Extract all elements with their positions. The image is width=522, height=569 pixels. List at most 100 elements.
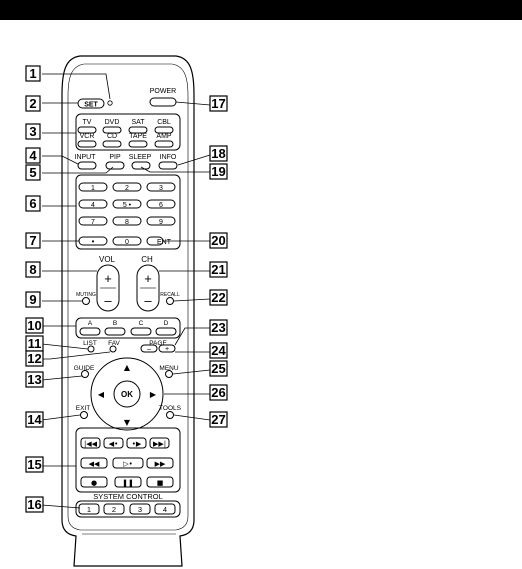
header-bar [0, 0, 522, 20]
fast-forward-icon: ▶▶ [155, 460, 166, 468]
digit-7-button[interactable] [78, 216, 108, 226]
callout-number-17: 17 [211, 96, 225, 111]
pip-label: PIP [109, 154, 121, 161]
menu-label: MENU [159, 365, 178, 372]
source-button-tv[interactable] [77, 126, 97, 134]
digit-9-button[interactable] [146, 216, 176, 226]
digit-5-button[interactable] [112, 199, 142, 209]
system-control-2-button[interactable] [103, 503, 125, 515]
fav-button[interactable] [109, 345, 117, 353]
digit-3-button[interactable] [146, 182, 176, 192]
callout-number-1: 1 [29, 66, 36, 81]
rewind-icon: ◀◀ [89, 460, 100, 468]
set-button[interactable] [77, 98, 105, 109]
digit-0-button[interactable] [112, 236, 142, 246]
system-control-4-button[interactable] [154, 503, 176, 515]
digit-1-button[interactable] [78, 182, 108, 192]
prev-button[interactable] [80, 437, 101, 449]
indicator-lamp [107, 100, 113, 106]
callout-box-27 [209, 411, 228, 428]
skip-forward-icon: ▶▶| [153, 440, 166, 448]
source-button-vcr[interactable] [77, 140, 97, 148]
record-button[interactable] [80, 476, 108, 488]
stop-icon: ■ [157, 479, 164, 487]
playback-group [75, 427, 181, 493]
color-button-d[interactable] [155, 327, 177, 336]
pause-button[interactable] [114, 476, 142, 488]
system-control-1-button[interactable] [78, 503, 100, 515]
callout-box-10 [25, 317, 44, 334]
fav-label: FAV [108, 340, 120, 347]
system-control-label: SYSTEM CONTROL [93, 492, 163, 501]
source-label-vcr: VCR [80, 133, 95, 140]
color-button-b[interactable] [104, 327, 126, 336]
recall-button[interactable] [166, 297, 174, 305]
rewind-button[interactable] [80, 457, 108, 469]
pause-icon: ❚❚ [122, 479, 134, 487]
digit-5-label: 5 • [123, 202, 132, 209]
advance-button[interactable] [126, 437, 147, 449]
digit-6-button[interactable] [146, 199, 176, 209]
callout-number-26: 26 [211, 385, 225, 400]
page-down-button[interactable] [140, 344, 158, 353]
arrow-left-icon[interactable]: ◀ [98, 390, 105, 399]
callout-number-9: 9 [29, 292, 36, 307]
sleep-button[interactable] [131, 161, 151, 170]
play-button[interactable] [112, 457, 144, 469]
power-button[interactable] [149, 97, 177, 107]
callout-number-27: 27 [211, 412, 225, 427]
vol-label: VOL [99, 255, 116, 264]
stop-button[interactable] [146, 476, 174, 488]
digit-2-label: 2 [125, 185, 129, 192]
source-button-cbl[interactable] [154, 126, 174, 134]
color-label-a: A [88, 320, 93, 327]
color-label-c: C [139, 320, 144, 327]
arrow-right-icon[interactable]: ▶ [150, 390, 157, 399]
guide-button[interactable] [81, 370, 89, 378]
color-button-a[interactable] [79, 327, 101, 336]
source-button-cd[interactable] [102, 140, 122, 148]
ok-button[interactable] [113, 380, 141, 408]
arrow-down-icon[interactable]: ▼ [124, 418, 131, 427]
exit-button[interactable] [80, 411, 88, 419]
pip-button[interactable] [105, 161, 125, 170]
system-control-3-button[interactable] [129, 503, 151, 515]
source-label-tape: TAPE [129, 133, 147, 140]
dot-label: • [92, 237, 95, 246]
digit-8-button[interactable] [112, 216, 142, 226]
replay-button[interactable] [103, 437, 124, 449]
numeric-group [75, 174, 181, 250]
arrow-up-icon[interactable]: ▲ [124, 363, 131, 372]
next-button[interactable] [149, 437, 170, 449]
muting-button[interactable] [82, 297, 90, 305]
callout-box-3 [25, 123, 41, 140]
source-label-tv: TV [83, 119, 92, 126]
digit-6-label: 6 [159, 202, 163, 209]
source-button-tape[interactable] [128, 140, 148, 148]
callout-box-24 [209, 342, 228, 359]
info-button[interactable] [158, 161, 178, 170]
source-button-dvd[interactable] [102, 126, 122, 134]
input-button[interactable] [77, 161, 97, 170]
callout-box-26 [209, 384, 228, 401]
digit-2-button[interactable] [112, 182, 142, 192]
callout-number-2: 2 [29, 96, 36, 111]
digit-4-button[interactable] [78, 199, 108, 209]
play-icon: ▷• [123, 460, 133, 468]
callout-box-7 [25, 232, 41, 249]
digit-8-label: 8 [125, 219, 129, 226]
menu-button[interactable] [165, 370, 173, 378]
tools-button[interactable] [166, 411, 174, 419]
forward-button[interactable] [146, 457, 174, 469]
leader-lines [41, 73, 211, 509]
volume-up-label: + [104, 271, 112, 286]
color-button-c[interactable] [130, 327, 152, 336]
source-button-sat[interactable] [128, 126, 148, 134]
page-up-button[interactable] [158, 344, 176, 353]
color-label-b: B [113, 320, 117, 327]
callout-number-25: 25 [211, 361, 225, 376]
source-button-amp[interactable] [154, 140, 174, 148]
advance-icon: •▶ [132, 440, 142, 448]
list-button[interactable] [87, 345, 95, 353]
